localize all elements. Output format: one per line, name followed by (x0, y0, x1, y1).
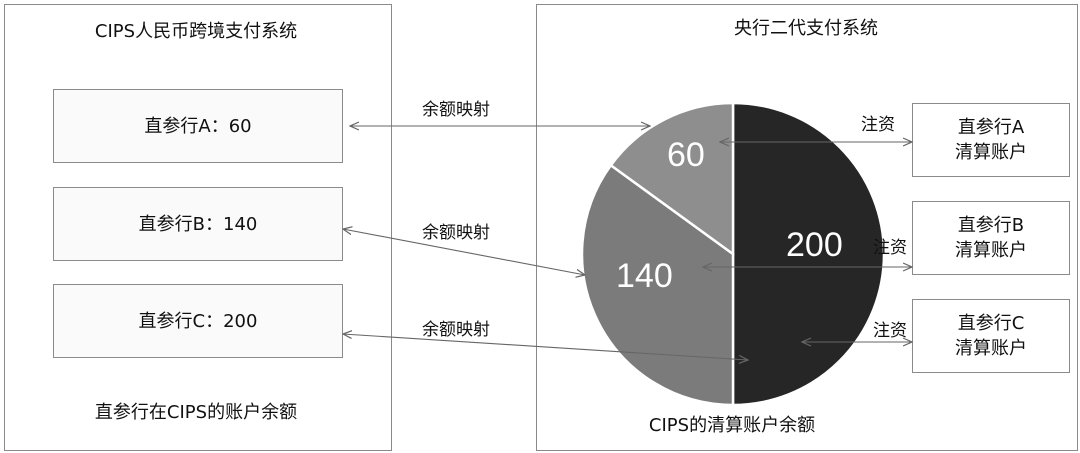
cips-account-c: 直参行C：200 (53, 284, 343, 358)
clearing-account-c: 直参行C 清算账户 (912, 299, 1070, 373)
account-line2: 清算账户 (955, 338, 1027, 359)
account-label: 直参行A：60 (144, 115, 252, 137)
mapping-arrow-c (343, 334, 748, 360)
account-line1: 直参行C (957, 313, 1025, 334)
account-line1: 直参行B (957, 215, 1025, 236)
cips-account-a: 直参行A：60 (53, 89, 343, 163)
pie-slice-60 (609, 101, 735, 257)
account-line2: 清算账户 (955, 142, 1027, 163)
pie-labels: 200 140 60 (616, 136, 843, 295)
funding-label-b: 注资 (873, 238, 907, 258)
pie-label-140: 140 (616, 257, 673, 295)
account-label: 直参行B：140 (138, 213, 258, 235)
cnaps2-panel-title: 央行二代支付系统 (734, 18, 878, 39)
funding-label-a: 注资 (861, 115, 895, 135)
clearing-account-a: 直参行A 清算账户 (912, 103, 1070, 177)
clearing-account-b: 直参行B 清算账户 (912, 201, 1070, 275)
cips-account-b: 直参行B：140 (53, 187, 343, 261)
mapping-arrow-b (343, 229, 585, 275)
account-line1: 直参行A (957, 117, 1025, 138)
mapping-label-c: 余额映射 (422, 320, 490, 340)
pie-caption: CIPS的清算账户余额 (648, 415, 816, 436)
account-label: 直参行C：200 (138, 310, 258, 332)
account-line2: 清算账户 (955, 240, 1027, 261)
mapping-label-a: 余额映射 (422, 100, 490, 120)
mapping-label-b: 余额映射 (422, 223, 490, 243)
pie-slice-200 (731, 101, 886, 407)
cips-panel-title: CIPS人民币跨境支付系统 (94, 21, 298, 42)
cips-panel-caption: 直参行在CIPS的账户余额 (94, 402, 298, 423)
pie-label-200: 200 (786, 226, 843, 264)
pie-label-60: 60 (667, 136, 705, 174)
funding-label-c: 注资 (873, 321, 907, 341)
